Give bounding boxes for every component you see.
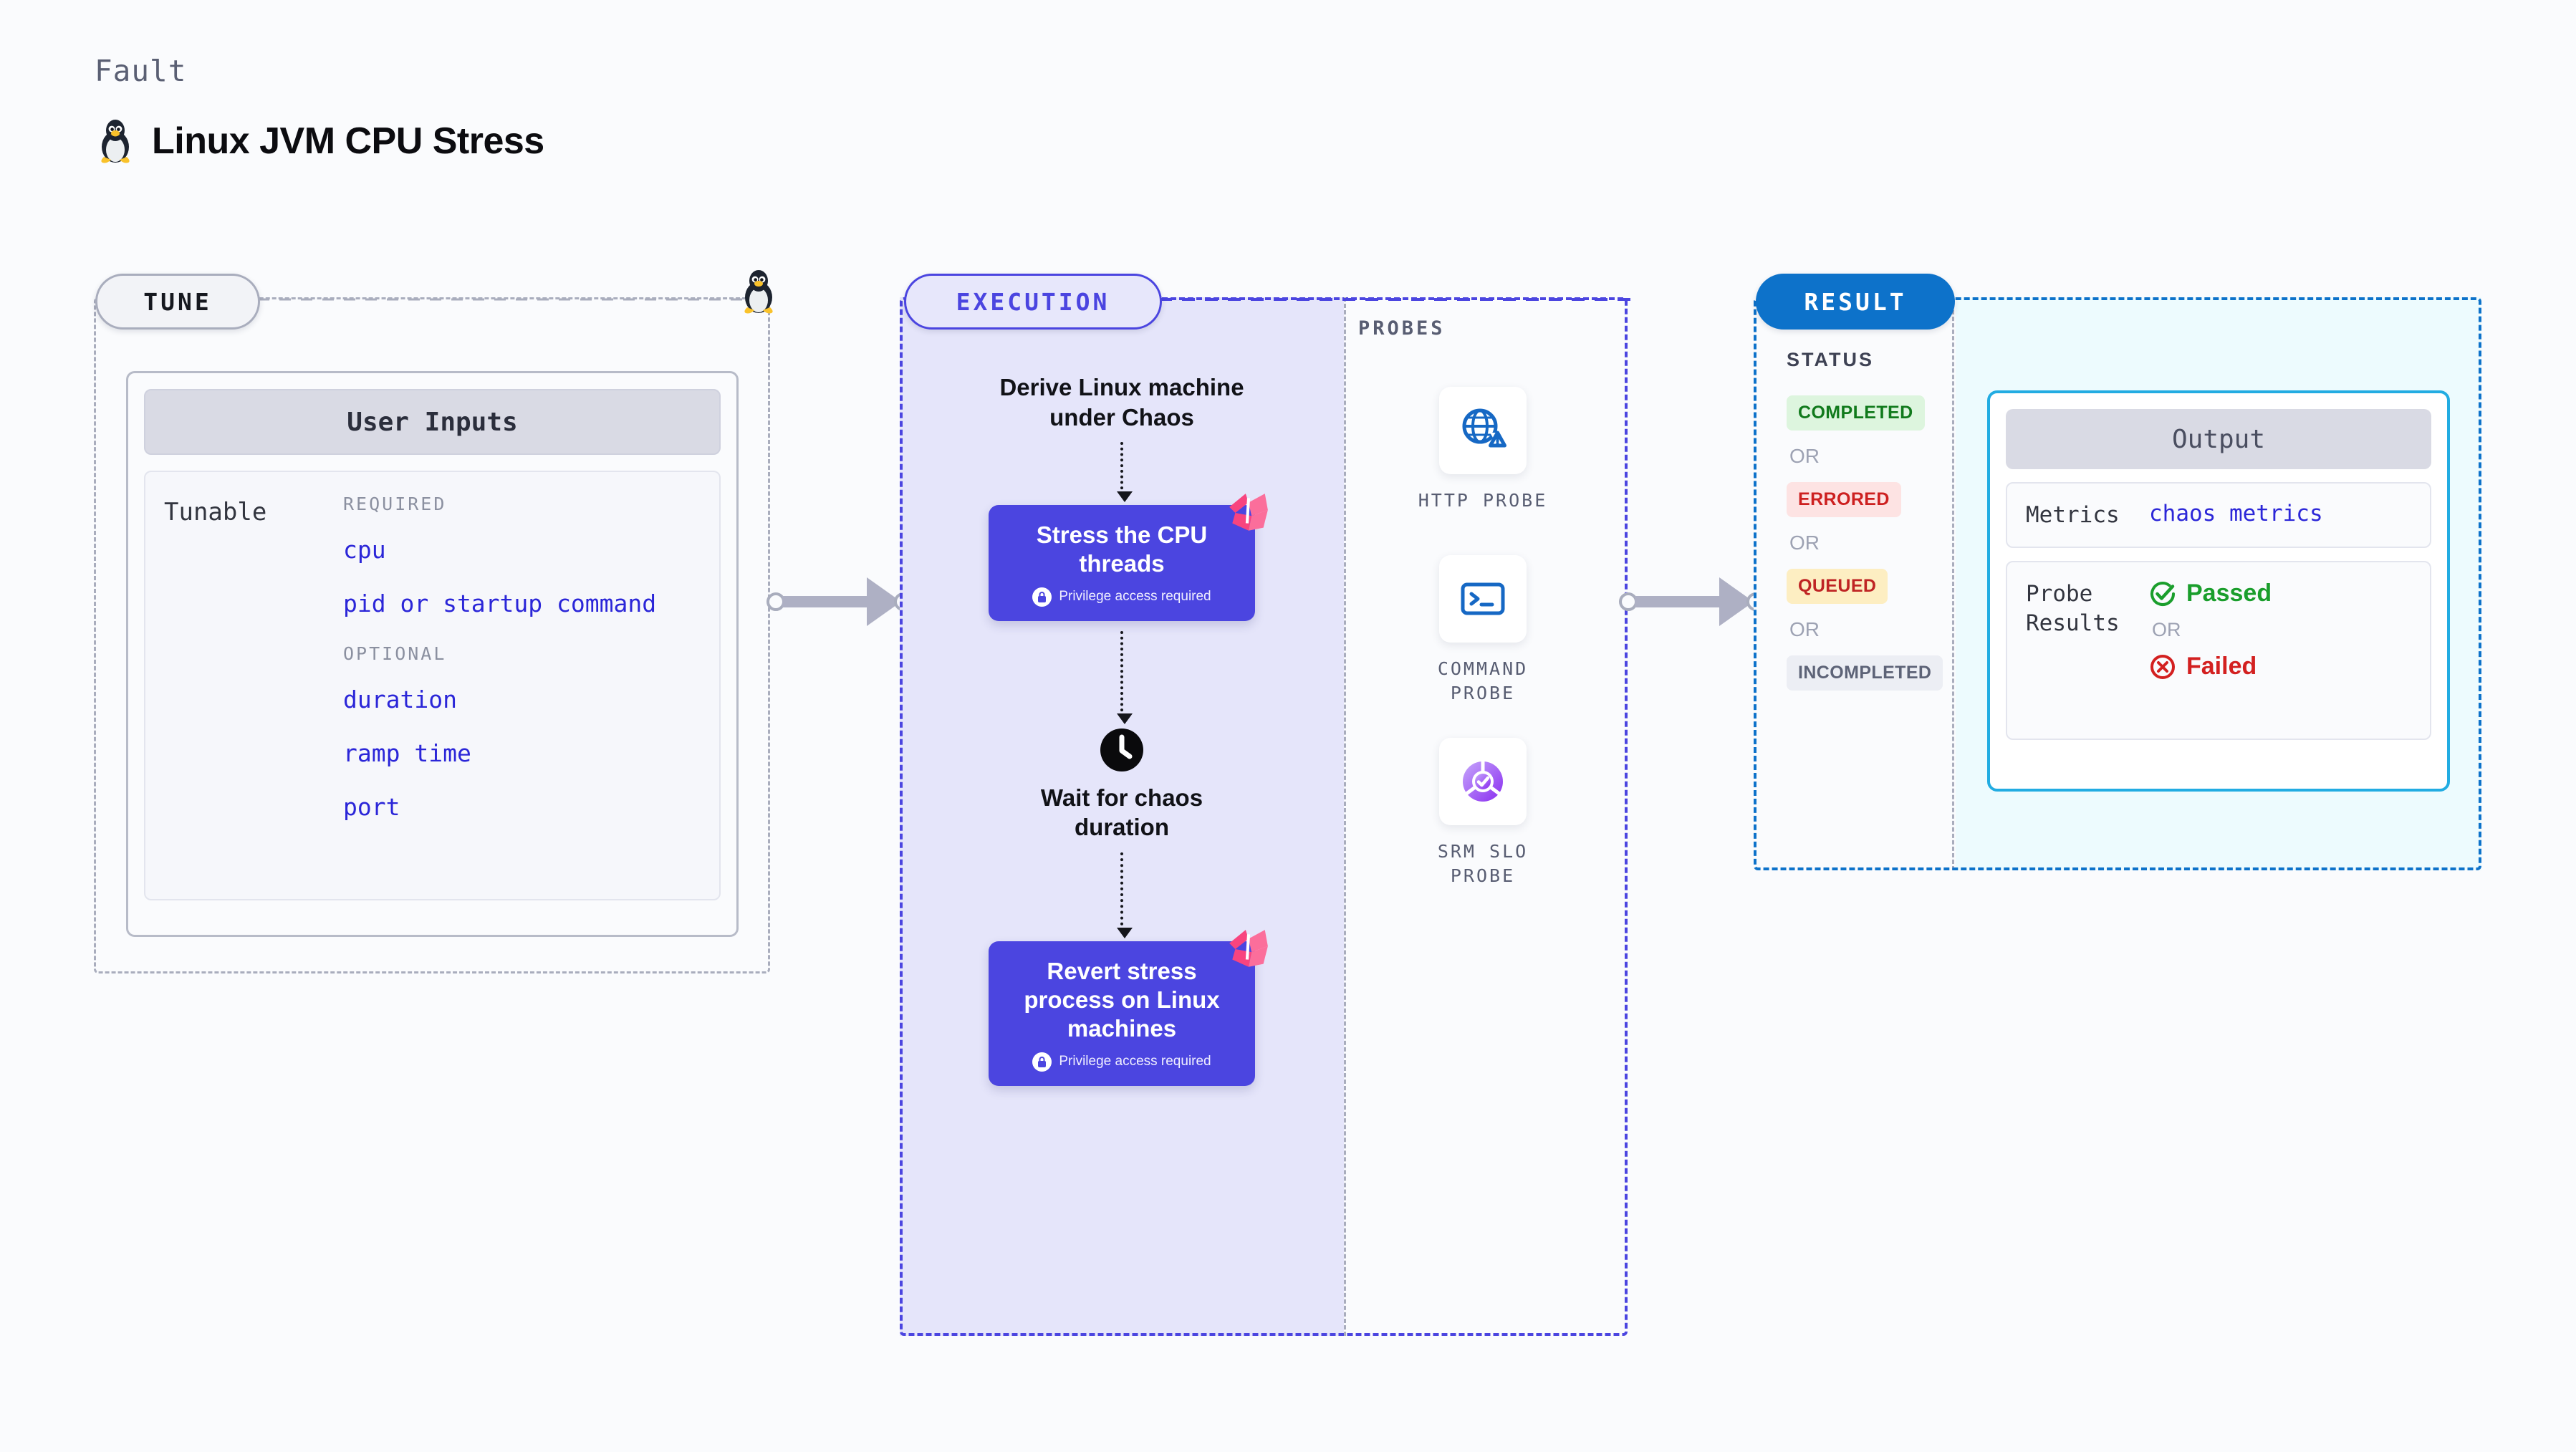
or-label: OR bbox=[1789, 532, 1820, 554]
status-title: STATUS bbox=[1787, 349, 1874, 370]
output-metrics-row: Metrics chaos metrics bbox=[2006, 482, 2431, 549]
or-label: OR bbox=[1789, 618, 1820, 640]
node-title: Revert stress process on Linux machines bbox=[1024, 957, 1220, 1042]
status-badge-queued: QUEUED bbox=[1787, 569, 1888, 604]
node-privilege-text: Privilege access required bbox=[1059, 1054, 1211, 1069]
user-inputs-card: User Inputs Tunable REQUIRED cpu pid or … bbox=[126, 371, 739, 937]
probes-divider bbox=[1344, 297, 1346, 1336]
flow-arrow-icon bbox=[1117, 442, 1133, 503]
probe-label: HTTP PROBE bbox=[1418, 490, 1548, 511]
execution-flow: Derive Linux machine under Chaos Stress … bbox=[900, 372, 1344, 1086]
result-badge[interactable]: RESULT bbox=[1756, 274, 1955, 330]
tune-badge[interactable]: TUNE bbox=[95, 274, 260, 330]
status-badge-incompleted: INCOMPLETED bbox=[1787, 655, 1943, 691]
tunable-item[interactable]: cpu bbox=[343, 536, 386, 564]
slo-donut-check-icon bbox=[1439, 738, 1527, 825]
user-inputs-title: User Inputs bbox=[144, 389, 721, 455]
output-metrics-key: Metrics bbox=[2026, 502, 2120, 528]
node-title: Stress the CPU threads bbox=[1036, 521, 1208, 577]
execution-badge[interactable]: EXECUTION bbox=[904, 274, 1162, 330]
linux-tux-icon bbox=[95, 118, 136, 164]
tunable-item[interactable]: ramp time bbox=[343, 739, 471, 767]
page-title-text: Linux JVM CPU Stress bbox=[152, 120, 544, 162]
check-circle-icon bbox=[2150, 581, 2175, 606]
status-column: STATUS COMPLETED OR ERRORED OR QUEUED OR… bbox=[1754, 297, 1954, 870]
lock-icon bbox=[1032, 587, 1052, 607]
node-stress-cpu[interactable]: Stress the CPU threads Privilege access … bbox=[989, 494, 1268, 621]
step-derive-label: Derive Linux machine under Chaos bbox=[999, 374, 1244, 431]
tunable-item[interactable]: duration bbox=[343, 686, 457, 713]
fault-kicker: Fault bbox=[95, 54, 187, 88]
node-privilege-note: Privilege access required bbox=[1010, 587, 1234, 607]
probe-result-passed: Passed bbox=[2149, 580, 2272, 607]
harness-flag-icon bbox=[1229, 929, 1268, 967]
tunable-group-title-optional: OPTIONAL bbox=[343, 643, 447, 664]
tunable-section: Tunable REQUIRED cpu pid or startup comm… bbox=[144, 471, 721, 900]
probe-result-failed: Failed bbox=[2149, 653, 2272, 681]
probe-result-passed-text: Passed bbox=[2186, 580, 2272, 607]
page-title: Linux JVM CPU Stress bbox=[95, 118, 544, 164]
node-revert-stress[interactable]: Revert stress process on Linux machines … bbox=[989, 929, 1268, 1086]
flow-arrow-icon bbox=[1117, 630, 1133, 724]
tune-dashed-link bbox=[258, 298, 774, 301]
output-card: Output Metrics chaos metrics Probe Resul… bbox=[1987, 390, 2450, 792]
execution-dashed-link bbox=[1159, 298, 1632, 301]
tunable-item[interactable]: pid or startup command bbox=[343, 590, 657, 617]
probe-label: COMMAND PROBE bbox=[1437, 658, 1529, 703]
tunable-row-label: Tunable bbox=[164, 498, 267, 527]
node-privilege-note: Privilege access required bbox=[1010, 1052, 1234, 1072]
output-title: Output bbox=[2006, 409, 2431, 469]
status-badge-errored: ERRORED bbox=[1787, 482, 1901, 517]
output-metrics-value[interactable]: chaos metrics bbox=[2149, 501, 2323, 527]
execution-panel bbox=[900, 297, 1628, 1336]
connector-tune-to-execution bbox=[766, 577, 913, 627]
probe-srm-slo[interactable]: SRM SLO PROBE bbox=[1390, 738, 1576, 888]
probe-label: SRM SLO PROBE bbox=[1437, 841, 1529, 886]
x-circle-icon bbox=[2150, 654, 2175, 679]
flow-arrow-icon bbox=[1117, 852, 1133, 938]
tunable-group-title-required: REQUIRED bbox=[343, 494, 447, 514]
harness-flag-icon bbox=[1229, 494, 1268, 531]
result-panel bbox=[1754, 297, 2481, 870]
step-wait-chaos: Wait for chaos duration bbox=[1041, 727, 1203, 842]
clock-icon bbox=[1100, 728, 1143, 771]
lock-icon bbox=[1032, 1052, 1052, 1072]
connector-execution-to-result bbox=[1619, 577, 1765, 627]
linux-tux-perched-icon bbox=[738, 269, 779, 318]
or-label: OR bbox=[2152, 619, 2181, 641]
probe-command[interactable]: COMMAND PROBE bbox=[1390, 555, 1576, 706]
probe-result-failed-text: Failed bbox=[2186, 653, 2257, 681]
output-probe-key: Probe Results bbox=[2026, 581, 2120, 636]
probes-title: PROBES bbox=[1358, 317, 1446, 340]
tunable-item[interactable]: port bbox=[343, 793, 400, 821]
step-wait-label: Wait for chaos duration bbox=[1040, 784, 1203, 841]
probe-http[interactable]: HTTP PROBE bbox=[1390, 387, 1576, 513]
status-badge-completed: COMPLETED bbox=[1787, 395, 1925, 431]
globe-warning-icon bbox=[1439, 387, 1527, 474]
node-privilege-text: Privilege access required bbox=[1059, 589, 1211, 605]
or-label: OR bbox=[1789, 445, 1820, 467]
terminal-icon bbox=[1439, 555, 1527, 643]
output-probe-results-row: Probe Results Passed OR Failed bbox=[2006, 561, 2431, 741]
